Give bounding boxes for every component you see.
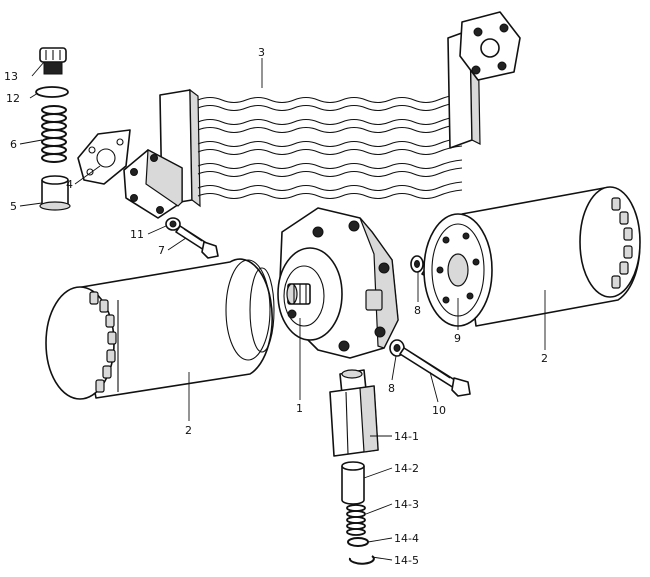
cooler-tubes <box>197 93 463 200</box>
label-13: 13 <box>4 70 18 83</box>
label-10: 10 <box>432 404 446 417</box>
seal-ring <box>35 86 69 98</box>
label-4: 4 <box>66 178 73 191</box>
label-2-right: 2 <box>541 352 548 365</box>
label-2-left: 2 <box>185 424 192 437</box>
valve-piston <box>341 461 365 505</box>
bypass-piston <box>39 175 71 211</box>
label-3: 3 <box>258 46 265 59</box>
valve-spring <box>346 504 366 536</box>
label-14-2: 14-2 <box>394 462 419 475</box>
bypass-spring <box>41 105 67 163</box>
label-14-4: 14-4 <box>394 532 419 545</box>
label-14-3: 14-3 <box>394 498 419 511</box>
cartridge-grip-notches <box>89 291 117 393</box>
gasket <box>77 129 131 185</box>
washer-11 <box>165 217 181 231</box>
part-labels: 13 12 6 5 4 11 7 3 2 1 8 8 9 10 2 14-1 1… <box>4 46 548 567</box>
filter-cartridge-left <box>45 258 275 400</box>
oil-cooler <box>159 11 521 208</box>
label-14-1: 14-1 <box>394 430 419 443</box>
label-12: 12 <box>6 92 20 105</box>
label-8-upper: 8 <box>414 304 421 317</box>
circlip <box>348 555 375 565</box>
label-14-5: 14-5 <box>394 554 419 567</box>
label-1: 1 <box>296 402 303 415</box>
label-7: 7 <box>158 244 165 257</box>
plug <box>39 47 67 75</box>
filter-cartridge-right <box>423 186 641 327</box>
threaded-nipple <box>286 283 311 305</box>
bolt-7 <box>175 225 219 259</box>
right-cartridge-grip-notches <box>611 197 633 289</box>
label-5: 5 <box>10 200 17 213</box>
label-8-lower: 8 <box>388 382 395 395</box>
valve-washer <box>347 537 369 547</box>
leader-lines <box>19 58 546 561</box>
label-9: 9 <box>454 332 461 345</box>
bolt-10 <box>399 347 471 397</box>
label-11: 11 <box>130 228 144 241</box>
label-6: 6 <box>10 138 17 151</box>
filter-head <box>277 207 399 359</box>
washer-8-upper <box>410 255 424 273</box>
cooler-inlet-flange <box>123 149 183 219</box>
valve-body <box>329 369 379 457</box>
